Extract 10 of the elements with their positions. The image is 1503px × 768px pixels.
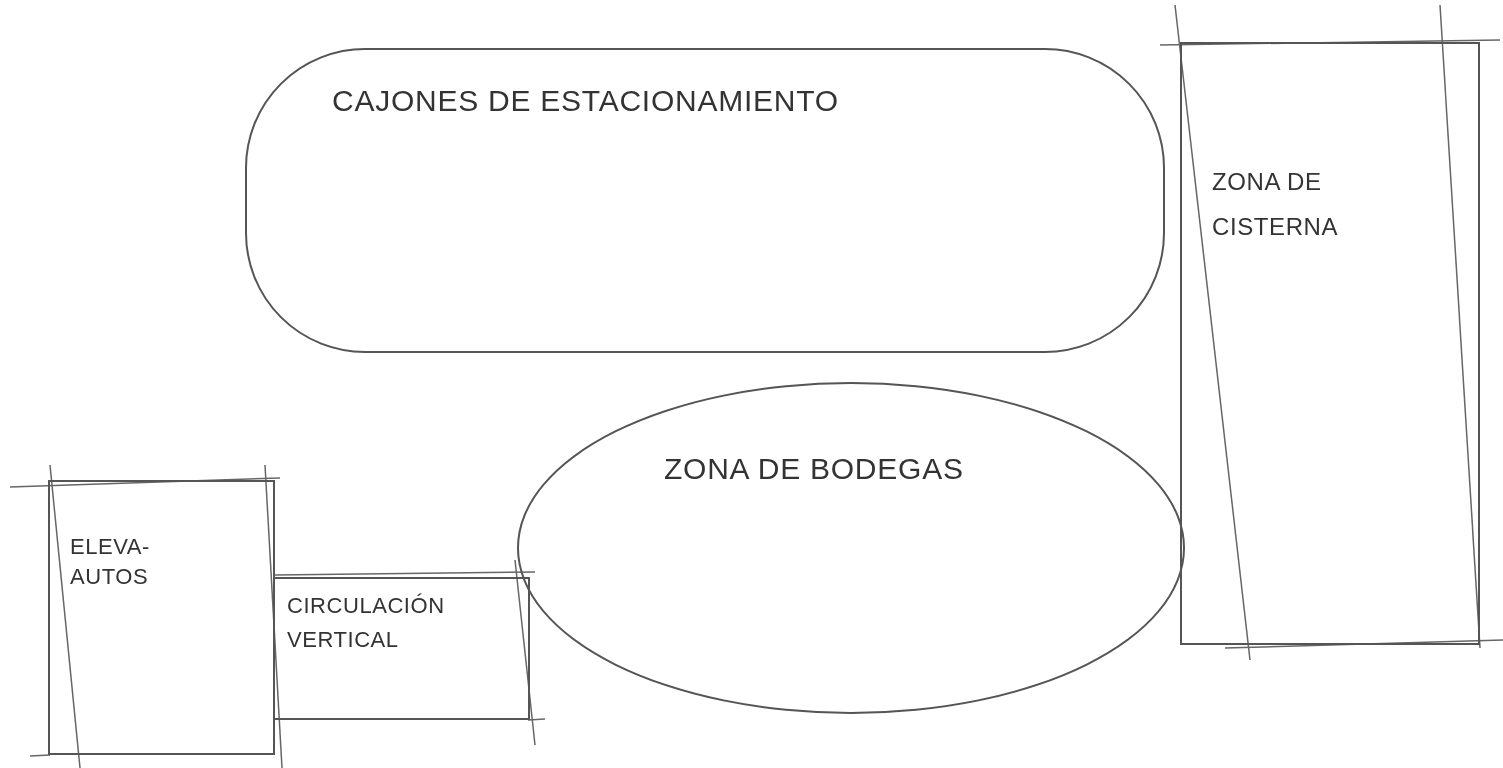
vertical-circulation-rect bbox=[275, 577, 530, 720]
zone-label: ZONA DE BODEGAS bbox=[664, 452, 964, 485]
zone-label: ELEVA- AUTOS bbox=[70, 534, 150, 589]
cistern-zone-rect bbox=[1180, 42, 1480, 645]
zone-label: ZONA DE CISTERNA bbox=[1212, 168, 1339, 240]
car-lift-rect bbox=[48, 480, 275, 755]
zone-label: CIRCULACIÓN VERTICAL bbox=[287, 593, 445, 652]
zone-label: CAJONES DE ESTACIONAMIENTO bbox=[332, 84, 839, 117]
parking-zone-shape bbox=[245, 48, 1165, 353]
storage-zone-ellipse bbox=[517, 382, 1185, 714]
